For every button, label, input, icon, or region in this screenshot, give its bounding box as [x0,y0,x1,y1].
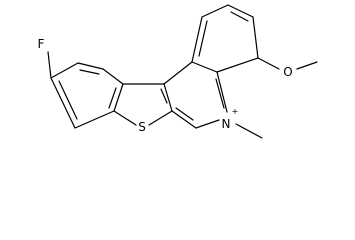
bond [252,16,259,59]
bond [108,87,117,109]
bond [201,4,229,18]
bond [230,11,249,22]
oxygen-atom-label: O [283,65,292,79]
bond [47,51,52,79]
bond [163,83,173,112]
fluorine-atom-label: F [38,37,45,51]
bond [171,110,197,129]
bond [77,62,104,70]
bond [163,61,193,85]
positive-charge-label: + [232,107,239,116]
nitrogen-atom-label: N [222,117,231,131]
bond [50,62,79,79]
bond [257,57,280,70]
bond [113,110,137,126]
bond [102,68,124,85]
bond [227,4,254,18]
bond-lines [47,4,318,139]
bond [216,57,259,73]
bond [58,80,78,120]
bond [50,77,76,129]
sulfur-atom-label: S [138,120,146,134]
bond [296,61,318,70]
bond [216,71,228,113]
bond [198,20,208,57]
bond [160,88,168,104]
bond [175,107,194,121]
bond [195,119,220,129]
bond [235,123,263,139]
chemical-structure: F S N + O [38,4,318,139]
bond [74,110,115,129]
bond [79,69,100,75]
bond [113,83,124,112]
bond [191,61,218,73]
atom-labels: F S N + O [38,37,293,134]
bond [148,110,173,126]
bond [191,16,203,63]
bond [215,78,225,109]
